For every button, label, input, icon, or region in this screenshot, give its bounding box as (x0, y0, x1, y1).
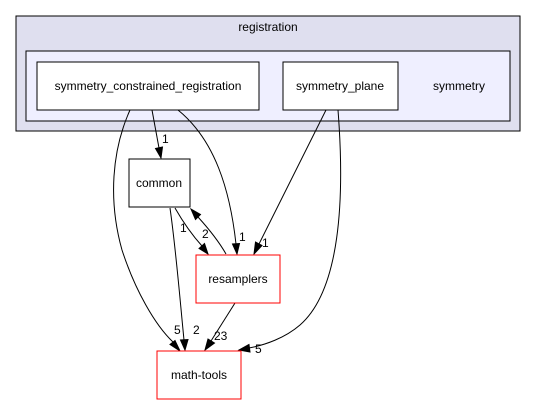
node-label: resamplers (208, 272, 267, 286)
edge-label-common-resamplers: 1 (180, 221, 187, 235)
edge-sp-resamplers: 1 (253, 109, 327, 256)
edge-scr-resamplers: 1 (177, 109, 246, 256)
cluster-registration-label: registration (238, 20, 297, 34)
edge-label-common-math: 2 (193, 323, 200, 337)
edge-label-resamplers-common: 2 (202, 227, 209, 241)
edge-resamplers-math: 23 (204, 302, 236, 352)
node-resamplers[interactable]: resamplers (195, 254, 281, 304)
node-label: common (136, 176, 182, 190)
edge-scr-math: 5 (113, 109, 182, 353)
edge-scr-common: 1 (151, 109, 169, 160)
node-symmetry-plane[interactable]: symmetry_plane (282, 61, 399, 111)
edge-label-scr-math: 5 (174, 323, 181, 337)
node-label: symmetry_constrained_registration (55, 79, 242, 93)
edge-label-sp-math: 5 (255, 342, 262, 356)
edge-common-math: 2 (169, 207, 200, 352)
edge-label-resamplers-math: 23 (214, 329, 228, 343)
node-symmetry-constrained-registration[interactable]: symmetry_constrained_registration (36, 61, 260, 111)
edge-label-scr-common: 1 (162, 132, 169, 146)
cluster-symmetry-label: symmetry (433, 79, 485, 93)
node-math-tools[interactable]: math-tools (156, 350, 242, 400)
edge-label-sp-resamplers: 1 (262, 236, 269, 250)
edge-label-scr-resamplers: 1 (239, 230, 246, 244)
edge-sp-math: 5 (237, 109, 342, 356)
edge-resamplers-common: 2 (189, 207, 227, 255)
node-label: symmetry_plane (296, 79, 384, 93)
node-label: math-tools (171, 368, 227, 382)
node-common[interactable]: common (128, 158, 191, 208)
edge-common-resamplers: 1 (174, 207, 209, 256)
